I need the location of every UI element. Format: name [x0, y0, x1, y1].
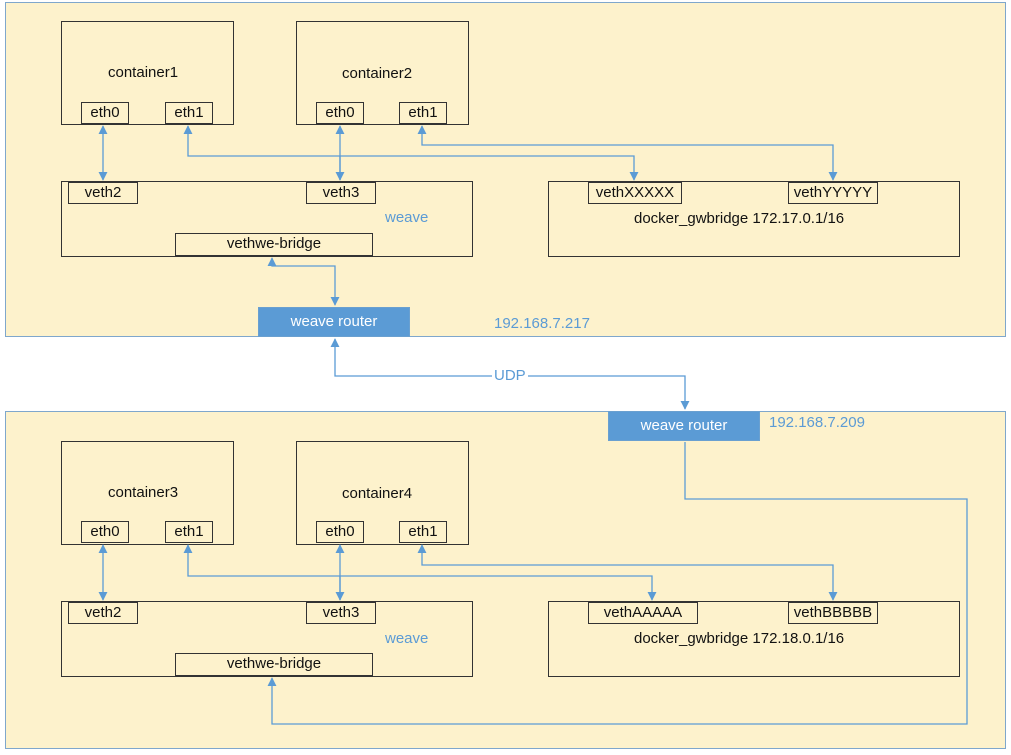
host2-weave-veth3: veth3 — [306, 602, 376, 624]
container2-label: container2 — [342, 65, 413, 82]
container3-label: container3 — [108, 484, 179, 501]
container2-eth1: eth1 — [399, 102, 447, 124]
host1-vethwe-bridge: vethwe-bridge — [175, 233, 373, 256]
weave-bridge-box-host1 — [61, 181, 473, 257]
host2-weave-router: weave router — [608, 411, 760, 441]
host2-weave-label: weave — [385, 630, 429, 647]
host2-panel — [5, 411, 1006, 749]
host2-vethwe-bridge: vethwe-bridge — [175, 653, 373, 676]
link-bridge-router-host1 — [267, 257, 340, 306]
host1-weave-label: weave — [385, 209, 429, 226]
container3-box: container3 — [61, 441, 234, 545]
host2-gwbridge-label: docker_gwbridge 172.18.0.1/16 — [634, 630, 845, 647]
container3-eth1: eth1 — [165, 521, 213, 543]
link-c4-eth1-vethBBBBB — [417, 544, 838, 601]
link-c1-eth1-veth3 — [183, 125, 345, 181]
container2-box: container2 — [296, 21, 469, 125]
container4-eth1: eth1 — [399, 521, 447, 543]
host1-weave-veth2: veth2 — [68, 182, 138, 204]
container4-label: container4 — [342, 485, 413, 502]
weave-bridge-box-host2 — [61, 601, 473, 677]
container4-eth0: eth0 — [316, 521, 364, 543]
host1-gw-vethYYYYY: vethYYYYY — [788, 182, 878, 204]
host1-weave-veth3: veth3 — [306, 182, 376, 204]
host2-gw-vethBBBBB: vethBBBBB — [788, 602, 878, 624]
host1-weave-router: weave router — [258, 307, 410, 337]
container3-eth0: eth0 — [81, 521, 129, 543]
container1-label: container1 — [108, 64, 179, 81]
link-c3-eth1-veth3 — [183, 544, 345, 601]
host1-ip: 192.168.7.217 — [494, 315, 590, 332]
host1-gwbridge-label: docker_gwbridge 172.17.0.1/16 — [634, 210, 845, 227]
host2-weave-veth2: veth2 — [68, 602, 138, 624]
gwbridge-box-host1 — [548, 181, 960, 257]
host1-gw-vethXXXXX: vethXXXXX — [588, 182, 682, 204]
container1-eth1: eth1 — [165, 102, 213, 124]
udp-label: UDP — [492, 367, 528, 384]
container1-eth0: eth0 — [81, 102, 129, 124]
host2-gw-vethAAAAA: vethAAAAA — [588, 602, 698, 624]
host2-ip: 192.168.7.209 — [769, 414, 865, 431]
container4-box: container4 — [296, 441, 469, 545]
link-router-bridge-host2 — [267, 442, 968, 725]
container2-eth0: eth0 — [316, 102, 364, 124]
container1-box: container1 — [61, 21, 234, 125]
gwbridge-box-host2 — [548, 601, 960, 677]
link-c4-eth0-vethAAAAA — [340, 575, 657, 601]
link-c2-eth1-vethYYYYY — [417, 125, 838, 181]
link-c2-eth0-vethXXXXX — [340, 155, 639, 181]
